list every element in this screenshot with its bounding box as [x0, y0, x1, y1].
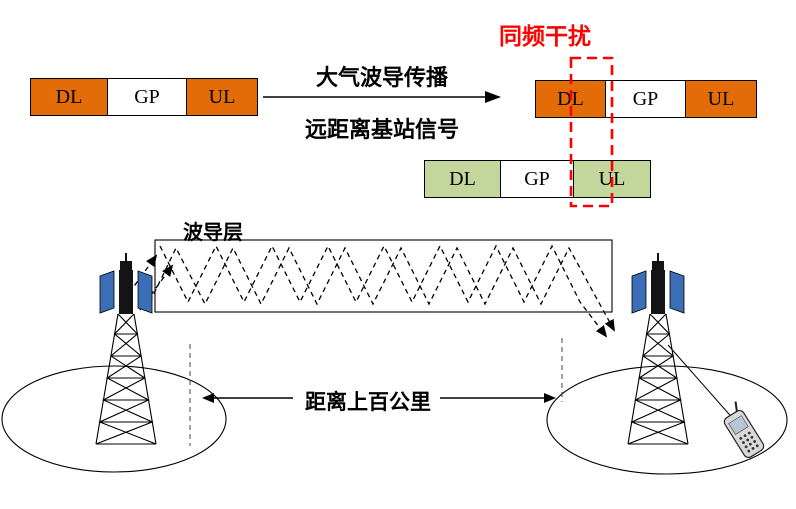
frame-source-cell-dl: DL — [30, 78, 108, 116]
distance-label: 距离上百公里 — [305, 390, 431, 414]
duct-signal-path-b — [159, 244, 608, 338]
uplink-signal-arrow-2 — [139, 264, 174, 311]
interference-label: 同频干扰 — [499, 24, 591, 49]
phone-link-line — [667, 344, 737, 423]
duct-layer-box — [154, 239, 613, 313]
antenna-body — [119, 270, 133, 314]
frame-source-cell-ul: UL — [186, 78, 258, 116]
uplink-signal-arrow-1 — [123, 254, 158, 301]
propagation-top-label: 大气波导传播 — [315, 65, 448, 90]
duct-signal-paths — [123, 244, 615, 338]
frame-remote-cell-ul: UL — [685, 80, 757, 118]
antenna-cap — [120, 261, 132, 270]
duct-signal-path-a — [149, 246, 615, 332]
propagation-bottom-label: 远距离基站信号 — [304, 117, 459, 142]
mobile-phone-icon — [723, 401, 765, 459]
antenna-panel-left — [99, 270, 115, 314]
frame-local: DL GP UL — [424, 160, 651, 198]
base-station-tower-left — [95, 253, 157, 445]
base-station-tower-right — [627, 252, 689, 445]
frame-source: DL GP UL — [30, 78, 258, 116]
frame-local-cell-gp: GP — [500, 160, 574, 198]
frame-remote-cell-gp: GP — [605, 80, 686, 118]
coverage-ellipse-right — [546, 365, 788, 475]
antenna-panel-right — [137, 270, 153, 314]
coverage-ellipse-left — [1, 365, 227, 473]
frame-source-cell-gp: GP — [107, 78, 187, 116]
duct-layer-label: 波导层 — [183, 222, 243, 244]
frame-local-cell-ul: UL — [573, 160, 651, 198]
frame-remote-delayed: DL GP UL — [535, 80, 757, 118]
frame-local-cell-dl: DL — [424, 160, 501, 198]
frame-remote-cell-dl: DL — [535, 80, 606, 118]
